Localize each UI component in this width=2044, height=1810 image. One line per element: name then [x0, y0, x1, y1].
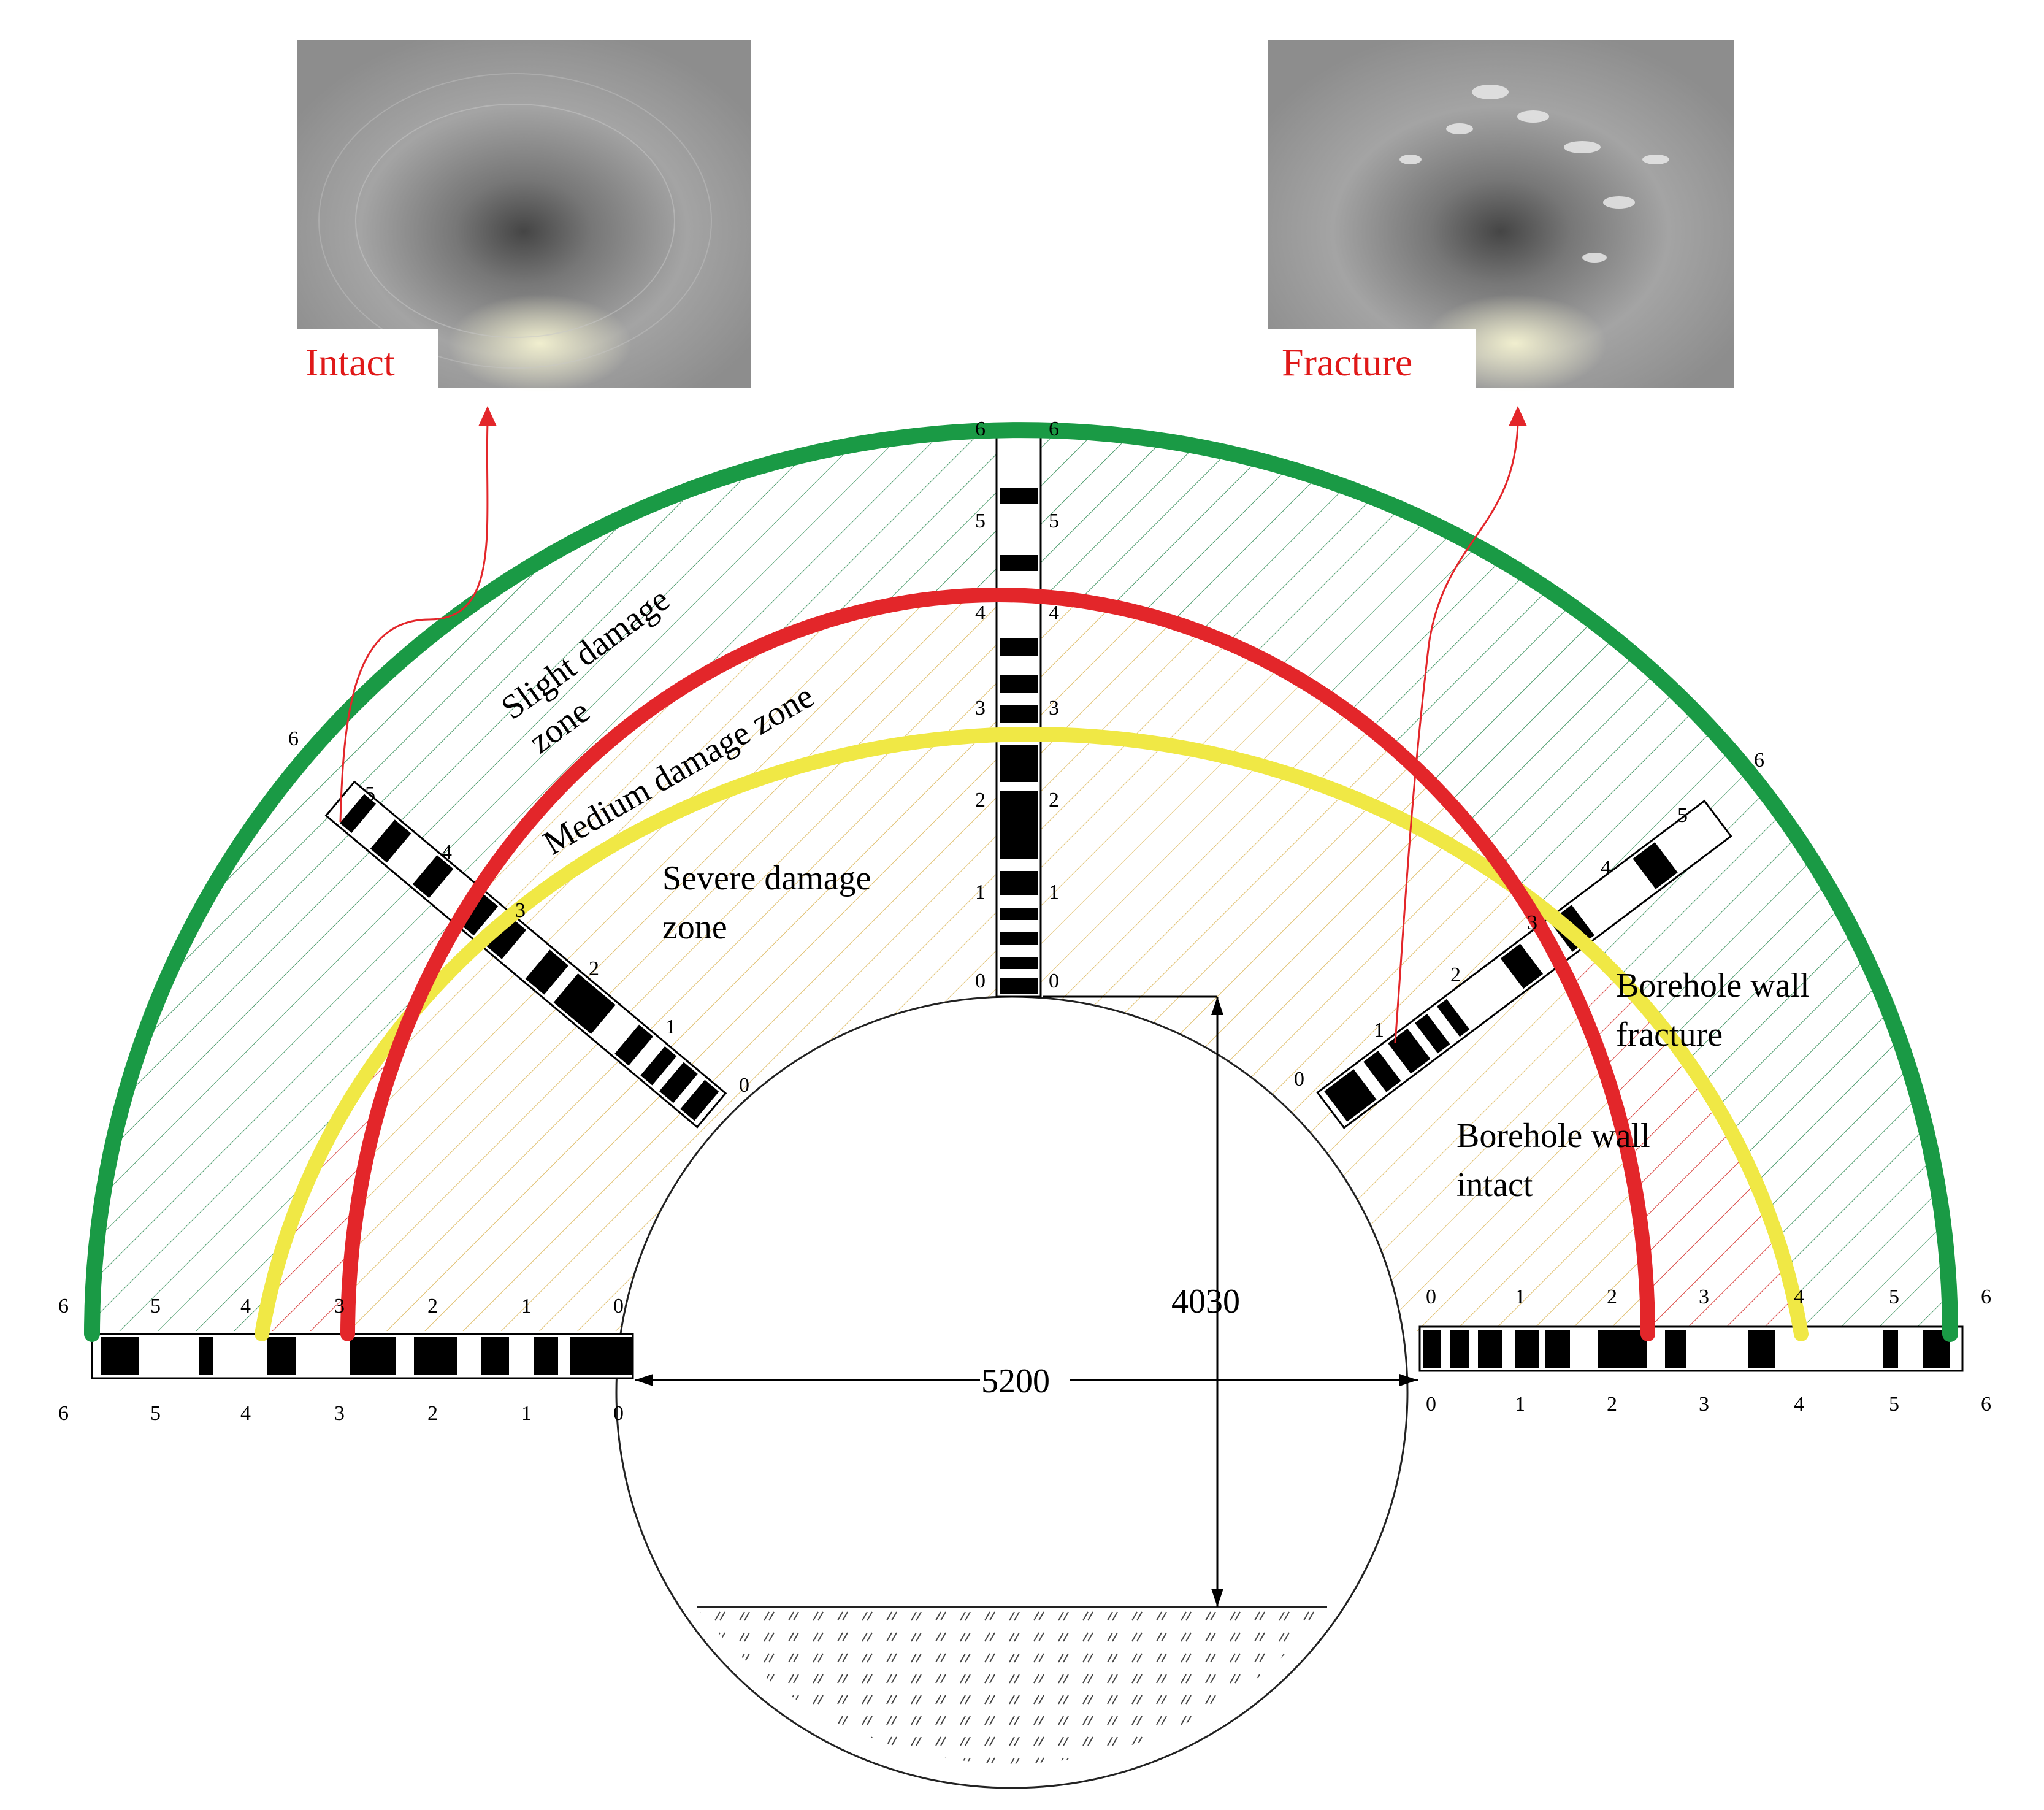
tick-label: 1	[521, 1402, 532, 1425]
tick-label: 0	[613, 1295, 624, 1317]
intact-annotation-line2: intact	[1456, 1166, 1533, 1204]
tick-label: 4	[1601, 856, 1611, 879]
borehole-right-horizontal	[1418, 1325, 1964, 1372]
scale-left-bottom: 6 5 4 3 2 1 0	[58, 1402, 624, 1425]
intact-callout-arrow	[339, 406, 497, 823]
tick-label: 5	[1677, 804, 1688, 827]
tick-label: 3	[334, 1402, 345, 1425]
tick-label: 3	[1527, 911, 1537, 934]
tick-label: 6	[288, 727, 299, 750]
arrowhead-icon	[1509, 406, 1527, 426]
tick-label: 0	[613, 1402, 624, 1425]
tick-label: 6	[975, 418, 986, 440]
tick-label: 6	[1981, 1286, 1991, 1308]
tick-label: 1	[521, 1295, 532, 1317]
tick-label: 2	[1049, 789, 1059, 811]
fracture-annotation-line2: fracture	[1616, 1016, 1723, 1054]
tick-label: 1	[1515, 1393, 1525, 1416]
tick-label: 3	[1699, 1286, 1709, 1308]
tick-label: 2	[589, 957, 599, 980]
intact-photo: Intact	[297, 40, 751, 393]
tick-label: 0	[739, 1074, 749, 1097]
arrowhead-icon	[478, 406, 497, 426]
scale-vertical: 0 1 2 3 4 5 6 0 1 2 3 4 5 6	[975, 418, 1059, 992]
tick-label: 2	[427, 1402, 438, 1425]
tick-label: 6	[58, 1295, 69, 1317]
tunnel	[615, 995, 1409, 1789]
tick-label: 0	[975, 970, 986, 992]
tick-label: 6	[1754, 749, 1764, 772]
tick-label: 3	[975, 697, 986, 719]
tick-label: 3	[1049, 697, 1059, 719]
tick-label: 2	[1607, 1286, 1617, 1308]
slight-zone-boundary	[84, 422, 1958, 1342]
fracture-photo: Fracture	[1268, 40, 1734, 393]
fracture-annotation-line1: Borehole wall	[1616, 967, 1810, 1005]
borehole-right-diagonal	[1316, 799, 1732, 1129]
tick-label: 2	[975, 789, 986, 811]
tick-label: 5	[365, 783, 375, 805]
tick-label: 1	[665, 1016, 676, 1038]
tick-label: 4	[1049, 602, 1059, 624]
tick-label: 2	[427, 1295, 438, 1317]
fracture-photo-label: Fracture	[1282, 340, 1412, 384]
tick-label: 0	[1294, 1068, 1304, 1091]
tick-label: 1	[1515, 1286, 1525, 1308]
tunnel-floor	[697, 1607, 1327, 1764]
fracture-callout-arrow	[1394, 406, 1527, 1043]
borehole-vertical	[995, 428, 1042, 998]
tick-label: 5	[1889, 1393, 1899, 1416]
tick-label: 3	[334, 1295, 345, 1317]
tick-label: 4	[975, 602, 986, 624]
tick-label: 5	[975, 510, 986, 532]
tick-label: 1	[975, 881, 986, 903]
scale-right-bottom: 0 1 2 3 4 5 6	[1426, 1393, 1991, 1416]
tick-label: 3	[1699, 1393, 1709, 1416]
severe-zone-label-line1: Severe damage	[662, 859, 871, 897]
tick-label: 4	[442, 841, 452, 864]
intact-photo-label: Intact	[305, 340, 395, 384]
scale-left-top: 6 5 4 3 2 1 0	[58, 1295, 624, 1317]
borehole-left-diagonal	[324, 780, 727, 1129]
tick-label: 5	[1889, 1286, 1899, 1308]
scale-right-diagonal: 0 1 2 3 4 5 6	[1294, 749, 1764, 1091]
borehole-left-horizontal	[91, 1333, 634, 1379]
tick-label: 1	[1374, 1019, 1384, 1041]
medium-zone-boundary	[255, 726, 1809, 1341]
height-dimension: 4030	[1043, 995, 1240, 1607]
severe-zone-boundary	[340, 588, 1655, 1341]
tick-label: 2	[1607, 1393, 1617, 1416]
tick-label: 6	[58, 1402, 69, 1425]
tick-label: 0	[1426, 1393, 1436, 1416]
width-dimension-label: 5200	[981, 1362, 1050, 1400]
scale-right-top: 0 1 2 3 4 5 6	[1426, 1286, 1991, 1308]
tick-label: 3	[515, 899, 526, 922]
tick-label: 4	[1794, 1393, 1804, 1416]
tick-label: 0	[1426, 1286, 1436, 1308]
tick-label: 0	[1049, 970, 1059, 992]
tick-label: 1	[1049, 881, 1059, 903]
tick-label: 5	[150, 1295, 161, 1317]
tick-label: 5	[150, 1402, 161, 1425]
tick-label: 4	[240, 1402, 251, 1425]
tick-label: 5	[1049, 510, 1059, 532]
height-dimension-label: 4030	[1171, 1283, 1240, 1321]
width-dimension: 5200	[635, 1362, 1418, 1400]
severe-zone-label-line2: zone	[662, 908, 727, 946]
scale-left-diagonal: 0 1 2 3 4 5 6	[288, 727, 749, 1097]
tick-label: 2	[1450, 964, 1461, 986]
tick-label: 4	[240, 1295, 251, 1317]
tick-label: 6	[1981, 1393, 1991, 1416]
intact-annotation-line1: Borehole wall	[1456, 1117, 1650, 1155]
tick-label: 6	[1049, 418, 1059, 440]
tick-label: 4	[1794, 1286, 1804, 1308]
